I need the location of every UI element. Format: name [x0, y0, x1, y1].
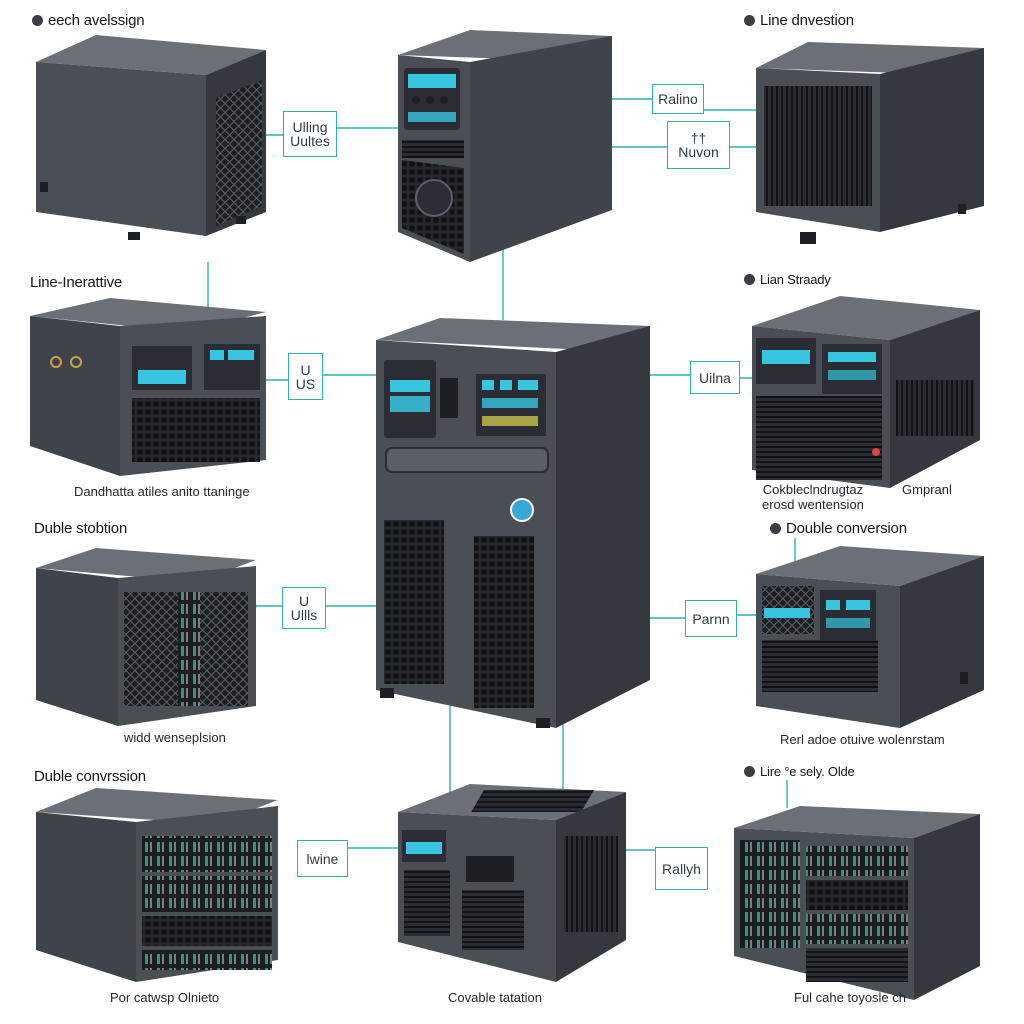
ups-unit-top-left-grille — [160, 80, 262, 222]
caption-mid-right-extra: Gmpranl — [902, 482, 952, 497]
callout-label: Rallyh — [655, 847, 708, 890]
callout-label: Uilna — [690, 361, 740, 394]
ups-unit-top-center — [398, 30, 612, 262]
caption-lower-right: Rerl adoe otuive wolenrstam — [780, 732, 945, 747]
ups-unit-bottom-center — [398, 784, 626, 982]
ups-unit-bottom-left — [36, 788, 278, 982]
caption-bottom-left: Por catwsp Olnieto — [110, 990, 220, 1005]
callout-label: Parnn — [685, 600, 737, 637]
bullet-icon — [744, 766, 755, 777]
caption-bottom-center: Covable tatation — [448, 990, 542, 1005]
caption-lower-left: widd wenseplsion — [124, 730, 226, 745]
callout-label: ††Nuvon — [667, 121, 730, 169]
heading-lower-left: Duble stobtion — [34, 520, 128, 537]
heading-lower-right: Double conversion — [770, 520, 907, 537]
ups-unit-center-main — [376, 318, 650, 728]
ups-unit-top-right — [756, 42, 984, 244]
bullet-icon — [770, 523, 781, 534]
bullet-icon — [32, 15, 43, 26]
callout-label: Ralino — [652, 84, 704, 114]
heading-top-left: eech avelssign — [32, 12, 145, 29]
caption-bottom-right: Ful cahe toyosle ch — [794, 990, 907, 1005]
bullet-icon — [744, 15, 755, 26]
ups-unit-lower-left — [36, 548, 256, 726]
heading-mid-right: Lian Straady — [744, 272, 831, 287]
bullet-icon — [744, 274, 755, 285]
heading-mid-left: Line-Inerattive — [30, 274, 123, 291]
callout-label: lwine — [297, 840, 348, 877]
heading-top-right: Line dnvestion — [744, 12, 854, 29]
ups-unit-bottom-right — [734, 806, 980, 1000]
heading-bottom-right: Lire °e sely. Olde — [744, 764, 855, 779]
ups-unit-top-left — [36, 35, 266, 240]
heading-bottom-left: Duble convrssion — [34, 768, 146, 785]
caption-mid-left: Dandhatta atiles anito ttaninge — [74, 484, 250, 499]
ups-unit-mid-right — [752, 296, 980, 488]
ups-unit-mid-left — [30, 298, 266, 476]
ups-unit-lower-right — [756, 546, 984, 728]
